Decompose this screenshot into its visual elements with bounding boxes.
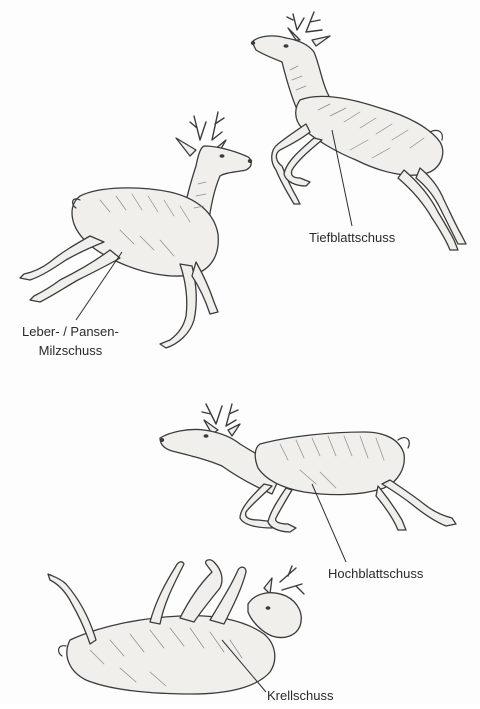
deer-krell-drawing xyxy=(48,560,304,694)
deer-leber-drawing xyxy=(20,112,252,348)
label-krellschuss: Krellschuss xyxy=(267,686,333,705)
deer-hochblatt-drawing xyxy=(160,404,456,532)
label-leber-line2: Milzschuss xyxy=(22,341,119,360)
label-leber-pansen-milzschuss: Leber- / Pansen- Milzschuss xyxy=(22,322,119,360)
deer-tiefblatt-drawing xyxy=(251,12,466,250)
label-leber-line1: Leber- / Pansen- xyxy=(22,322,119,341)
label-hochblattschuss: Hochblattschuss xyxy=(328,564,423,583)
pointer-line-hochblatt xyxy=(312,484,346,562)
label-tiefblattschuss: Tiefblattschuss xyxy=(309,228,395,247)
